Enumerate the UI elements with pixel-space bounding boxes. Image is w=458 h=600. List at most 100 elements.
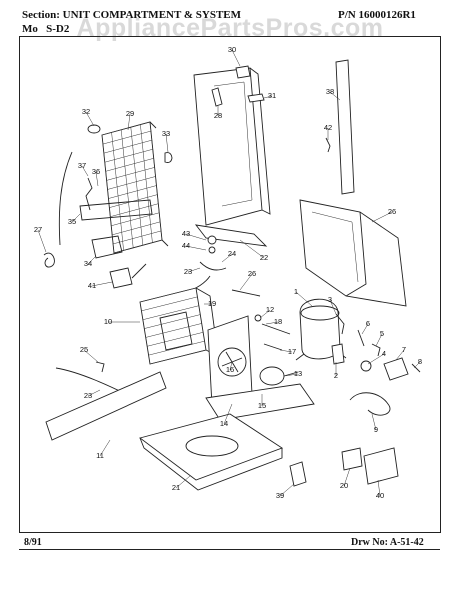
- callout-number: 22: [260, 253, 268, 262]
- section-title: Section: UNIT COMPARTMENT & SYSTEM: [22, 9, 242, 21]
- back-panel-31: [193, 67, 271, 226]
- part-43: [109, 267, 133, 289]
- tube-38: [85, 177, 93, 211]
- callout-leader: [175, 475, 191, 489]
- callout-leader: [295, 291, 313, 307]
- part-41: [289, 461, 307, 487]
- cover-panel-26: [299, 199, 407, 307]
- part-8: [411, 363, 421, 373]
- callout-number: 39: [276, 491, 284, 500]
- callout-leader: [263, 95, 273, 99]
- wire-28: [231, 289, 261, 297]
- screw-44: [325, 137, 331, 153]
- callout-number: 32: [82, 107, 90, 116]
- grommet-45: [207, 235, 217, 245]
- callout-number: 41: [88, 281, 96, 290]
- callout-number: 6: [366, 319, 370, 328]
- callout-leader: [231, 49, 241, 67]
- callout-leader: [343, 467, 351, 487]
- callout-number: 3: [328, 295, 332, 304]
- part-number: P/N 16000126R1: [338, 9, 416, 21]
- callout-leader: [87, 389, 101, 397]
- part-2: [331, 343, 345, 365]
- callout-leader: [371, 211, 393, 223]
- callout-leader: [81, 165, 89, 177]
- callout-number: 19: [208, 299, 216, 308]
- callout-number: 17: [288, 347, 296, 356]
- callout-leader: [279, 349, 293, 353]
- callout-number: 38: [326, 87, 334, 96]
- callout-number: 26: [248, 269, 256, 278]
- callout-number: 25: [80, 345, 88, 354]
- callout-number: 34: [84, 259, 92, 268]
- part-4: [360, 360, 372, 372]
- callout-number: 44: [182, 241, 190, 250]
- callout-number: 5: [380, 329, 384, 338]
- part-5: [371, 343, 381, 357]
- callout-leader: [165, 133, 169, 153]
- callout-number: 18: [274, 317, 282, 326]
- callout-number: 14: [220, 419, 228, 428]
- callout-leader: [87, 255, 97, 265]
- diagram-frame: [19, 36, 441, 533]
- callout-labels: 1234567891011121314151617181920212223232…: [34, 45, 422, 500]
- base-plate-14: [205, 383, 315, 421]
- part-29: [211, 87, 223, 107]
- callout-leader: [221, 253, 233, 263]
- callout-leader: [83, 349, 99, 363]
- callout-leader: [127, 113, 131, 131]
- footer-date: 8/91: [24, 537, 42, 548]
- relay-7: [383, 357, 409, 381]
- callout-number: 8: [418, 357, 422, 366]
- fan-assembly-14: [207, 315, 253, 407]
- callout-leader: [371, 413, 377, 431]
- part-35: [164, 152, 173, 163]
- callout-number: 12: [266, 305, 274, 314]
- callout-number: 9: [374, 425, 378, 434]
- leader-43-tube: [131, 263, 147, 279]
- cord-9: [349, 392, 391, 416]
- part-3: [335, 313, 345, 335]
- callout-leader: [265, 321, 279, 325]
- footer-rule: [19, 549, 440, 550]
- callout-leader: [91, 281, 113, 287]
- callout-leader: [361, 323, 369, 335]
- callout-number: 21: [172, 483, 180, 492]
- callout-leader: [99, 439, 111, 457]
- callout-leader: [95, 171, 99, 187]
- callout-number: 23: [184, 267, 192, 276]
- shelf-22: [194, 224, 268, 247]
- callout-leader: [185, 233, 207, 241]
- part-42: [363, 447, 399, 485]
- callout-leader: [223, 403, 233, 425]
- part-20: [341, 447, 363, 471]
- callout-number: 10: [104, 317, 112, 326]
- callout-leader: [239, 273, 253, 291]
- callout-leader: [279, 483, 295, 497]
- callout-number: 26: [388, 207, 396, 216]
- callout-leader: [377, 479, 381, 497]
- callout-leader: [37, 229, 47, 253]
- callout-leader: [229, 361, 233, 371]
- callout-number: 42: [324, 123, 332, 132]
- bracket-37: [79, 199, 153, 221]
- fan-motor-13: [259, 366, 299, 386]
- callout-number: 15: [258, 401, 266, 410]
- callout-number: 28: [214, 111, 222, 120]
- callout-leader: [375, 333, 383, 347]
- part-12: [254, 314, 262, 322]
- part-17: [263, 343, 283, 351]
- callout-leader: [85, 111, 95, 127]
- callout-number: 36: [92, 167, 100, 176]
- part-25: [95, 361, 105, 373]
- callout-number: 4: [382, 349, 386, 358]
- callout-leader: [71, 213, 81, 223]
- wire-27: [43, 252, 55, 268]
- callout-leader: [283, 373, 299, 377]
- brace-11: [45, 371, 167, 441]
- callout-leader: [185, 245, 207, 251]
- callout-leader: [395, 349, 405, 361]
- callout-number: 43: [182, 229, 190, 238]
- part-6: [357, 329, 365, 347]
